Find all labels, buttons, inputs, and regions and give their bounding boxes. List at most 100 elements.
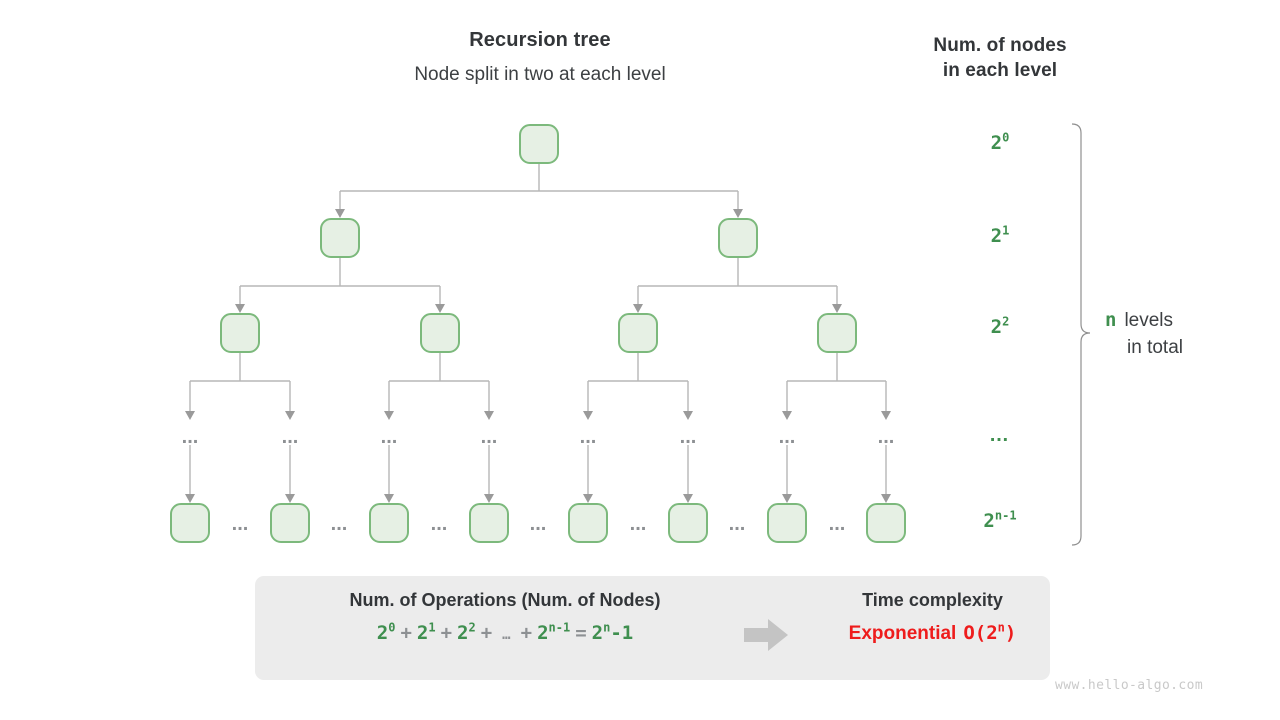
formula-term-exponent: 0: [388, 620, 396, 635]
formula-operator: +: [400, 622, 412, 644]
page-subtitle: Node split in two at each level: [414, 64, 666, 85]
complexity-value: Exponential O(2n): [815, 622, 1050, 645]
tree-ellipsis: ...: [182, 426, 199, 448]
watermark: www.hello-algo.com: [1055, 678, 1204, 693]
edge-arrowhead: [782, 411, 792, 420]
edge-arrowhead: [782, 494, 792, 503]
level-count-label: 20: [940, 132, 1060, 154]
in-total-word: in total: [1127, 337, 1183, 358]
edge-arrowhead: [633, 304, 643, 313]
complexity-word: Exponential: [848, 623, 957, 644]
level-count-exponent: 1: [1002, 223, 1010, 238]
edge-arrowhead: [235, 304, 245, 313]
tree-node: [866, 503, 906, 543]
tree-node: [668, 503, 708, 543]
tree-ellipsis: ...: [282, 426, 299, 448]
edge-arrowhead: [384, 494, 394, 503]
edge-arrowhead: [435, 304, 445, 313]
formula-operator: +: [440, 622, 453, 644]
tree-node: [270, 503, 310, 543]
formula-operator: =: [575, 622, 587, 644]
edge-arrowhead: [285, 494, 295, 503]
bottom-row-ellipsis: ...: [829, 513, 846, 535]
tree-node: [220, 313, 260, 353]
node-count-heading: Num. of nodes in each level: [880, 33, 1120, 83]
formula-term: 21: [417, 622, 436, 644]
level-count-exponent: 2: [1002, 314, 1010, 329]
formula-operator: +: [520, 622, 533, 644]
node-count-heading-line2: in each level: [942, 60, 1058, 81]
edge-arrowhead: [484, 411, 494, 420]
n-symbol: n: [1105, 309, 1117, 331]
level-count-exponent: 0: [1002, 130, 1010, 145]
tree-node: [817, 313, 857, 353]
formula-term-exponent: n-1: [548, 620, 571, 635]
formula-term: 2n-1: [537, 622, 570, 644]
tree-nodes: [170, 124, 906, 543]
level-count-ellipsis: …: [989, 424, 1011, 446]
tree-ellipsis: ...: [779, 426, 796, 448]
edge-arrowhead: [384, 411, 394, 420]
tree-ellipsis-marks: ........................................…: [182, 426, 895, 535]
formula-term: 20: [377, 622, 396, 644]
formula-operator: +: [480, 622, 493, 644]
tree-node: [618, 313, 658, 353]
tree-ellipsis: ...: [878, 426, 895, 448]
edge-arrowhead: [185, 411, 195, 420]
operations-heading: Num. of Operations (Num. of Nodes): [349, 590, 661, 610]
edge-arrowhead: [881, 411, 891, 420]
bottom-row-ellipsis: ...: [630, 513, 647, 535]
level-count-base: 2: [983, 510, 995, 532]
edge-arrowhead: [683, 411, 693, 420]
big-o-notation: O(2n): [963, 620, 1017, 644]
levels-word: levels: [1124, 310, 1174, 331]
tree-node: [469, 503, 509, 543]
tree-edges: [185, 163, 891, 503]
edge-arrowhead: [683, 494, 693, 503]
formula-term-exponent: n: [603, 620, 611, 635]
operations-formula: 20+21+22+…+2n-1=2n-1: [255, 622, 755, 644]
tree-node: [568, 503, 608, 543]
operations-block: Num. of Operations (Num. of Nodes) 20+21…: [255, 590, 755, 644]
bottom-row-ellipsis: ...: [729, 513, 746, 535]
formula-term-suffix: -1: [610, 622, 634, 644]
formula-term: 2n-1: [592, 622, 634, 644]
tree-ellipsis: ...: [680, 426, 697, 448]
level-count-base: 2: [990, 316, 1003, 338]
formula-term-base: 2: [376, 622, 389, 644]
edge-arrowhead: [185, 494, 195, 503]
tree-ellipsis: ...: [481, 426, 498, 448]
edge-arrowhead: [285, 411, 295, 420]
edge-arrowhead: [583, 494, 593, 503]
level-count-label: 22: [940, 316, 1060, 338]
tree-node: [767, 503, 807, 543]
right-arrow-icon: [744, 619, 788, 651]
level-count-base: 2: [990, 225, 1003, 247]
complexity-heading: Time complexity: [862, 590, 1003, 610]
edge-arrowhead: [484, 494, 494, 503]
edge-arrowhead: [335, 209, 345, 218]
tree-node: [320, 218, 360, 258]
page-title: Recursion tree: [469, 29, 611, 51]
bottom-row-ellipsis: ...: [530, 513, 547, 535]
tree-ellipsis: ...: [580, 426, 597, 448]
level-count-label: 2n-1: [940, 510, 1060, 532]
edge-arrowhead: [583, 411, 593, 420]
formula-term-exponent: 1: [428, 620, 436, 635]
summary-panel: Num. of Operations (Num. of Nodes) 20+21…: [255, 576, 1050, 680]
formula-term-base: 2: [457, 622, 469, 644]
complexity-block: Time complexity Exponential O(2n): [815, 590, 1050, 645]
formula-ellipsis: …: [502, 627, 511, 643]
bottom-row-ellipsis: ...: [232, 513, 249, 535]
edge-arrowhead: [832, 304, 842, 313]
node-count-heading-line1: Num. of nodes: [933, 35, 1067, 56]
brace-path: [1071, 123, 1091, 546]
edge-arrowhead: [881, 494, 891, 503]
formula-term: 22: [457, 622, 476, 644]
level-count-exponent: n-1: [994, 508, 1017, 523]
bottom-row-ellipsis: ...: [431, 513, 448, 535]
level-count-base: 2: [990, 132, 1003, 154]
tree-node: [718, 218, 758, 258]
formula-term-base: 2: [591, 622, 604, 644]
